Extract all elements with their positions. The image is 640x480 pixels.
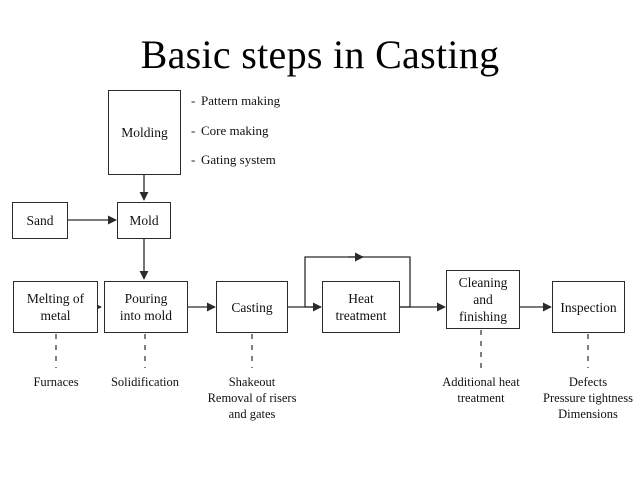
bullet-dash-icon: -	[191, 152, 196, 167]
node-heat-treatment-label: Heat treatment	[335, 291, 387, 323]
node-melting-of-metal[interactable]: Melting of metal	[13, 281, 98, 333]
page-title: Basic steps in Casting	[140, 32, 500, 77]
molding-detail-gating-system: -Gating system	[191, 152, 276, 168]
molding-detail-label: Pattern making	[201, 93, 281, 108]
node-pouring-into-mold[interactable]: Pouring into mold	[104, 281, 188, 333]
annotation-defects: Defects Pressure tightness Dimensions	[543, 375, 633, 421]
annotation-solidification: Solidification	[110, 375, 180, 389]
node-mold[interactable]: Mold	[117, 202, 171, 239]
node-casting-label: Casting	[231, 299, 273, 315]
node-sand-label: Sand	[26, 213, 54, 228]
bullet-dash-icon: -	[191, 123, 196, 138]
bullet-dash-icon: -	[191, 93, 196, 108]
node-casting[interactable]: Casting	[216, 281, 288, 333]
annotation-additional-heat-treatment: Additional heat treatment	[442, 375, 520, 405]
node-pouring-label: Pouring into mold	[119, 291, 173, 323]
molding-detail-label: Core making	[201, 123, 269, 138]
node-mold-label: Mold	[129, 213, 159, 228]
node-inspection-label: Inspection	[560, 299, 617, 315]
molding-detail-pattern-making: -Pattern making	[191, 93, 280, 109]
node-sand[interactable]: Sand	[12, 202, 68, 239]
molding-detail-core-making: -Core making	[191, 123, 269, 139]
node-inspection[interactable]: Inspection	[552, 281, 625, 333]
node-molding-label: Molding	[121, 125, 168, 140]
annotation-shakeout: Shakeout Removal of risers and gates	[207, 375, 297, 421]
node-melting-label: Melting of metal	[26, 291, 85, 323]
annotation-furnaces: Furnaces	[33, 375, 79, 389]
node-heat-treatment[interactable]: Heat treatment	[322, 281, 400, 333]
node-cleaning-and-finishing[interactable]: Cleaning and finishing	[446, 270, 520, 329]
molding-detail-label: Gating system	[201, 152, 276, 167]
node-cleaning-label: Cleaning and finishing	[458, 275, 508, 324]
node-molding[interactable]: Molding	[108, 90, 181, 175]
